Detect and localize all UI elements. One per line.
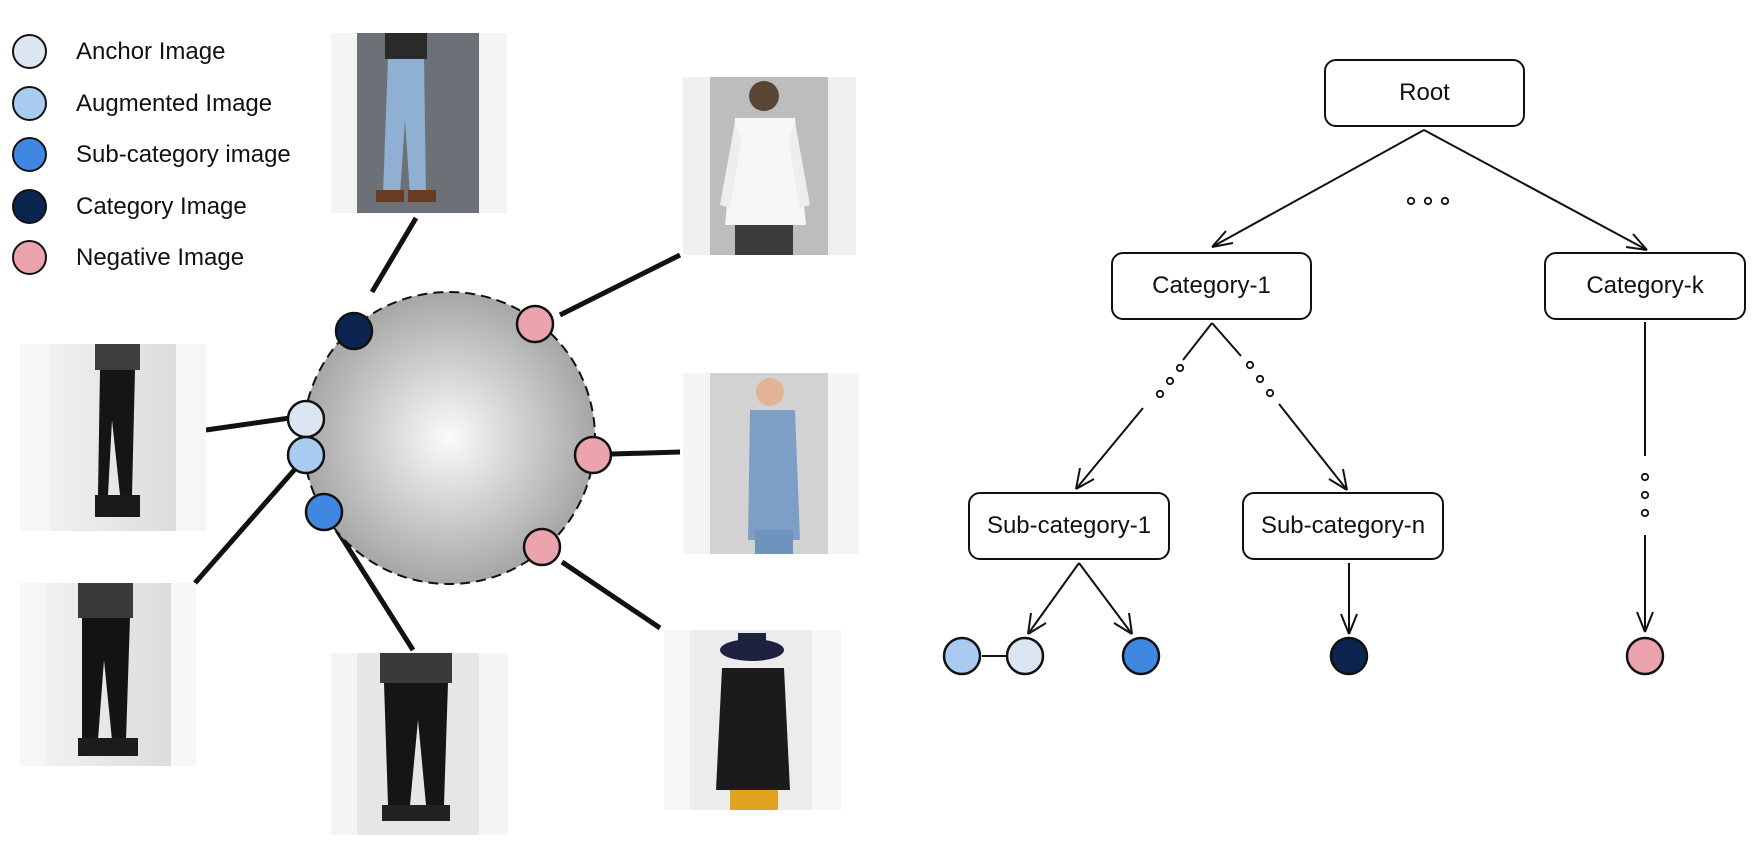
edge-sub1-subimg <box>1078 562 1133 635</box>
tree-node-category-k: Category-k <box>1544 252 1746 320</box>
photo-black-pants-back <box>331 653 508 835</box>
tree-edges <box>982 129 1654 657</box>
negative-image-leaf <box>1625 636 1665 676</box>
edge-sub1-anchor <box>1027 562 1080 635</box>
legend-label: Category Image <box>76 192 247 220</box>
photo-black-pants-side-2 <box>20 583 196 766</box>
photo-woman-hat-coat-back <box>664 630 841 810</box>
tree-node-subcategory-n: Sub-category-n <box>1242 492 1444 560</box>
connector-line <box>560 559 662 631</box>
legend-label: Sub-category image <box>76 141 291 168</box>
edge-cat1-subn-top <box>1211 322 1242 357</box>
augmented-dot-icon <box>12 85 47 121</box>
negative-dot-icon <box>12 240 47 275</box>
edge-cat1-subn-bottom <box>1278 403 1348 491</box>
sphere-points <box>286 304 613 567</box>
photo-white-longsleeve-back <box>683 77 856 255</box>
connector-line <box>334 528 416 652</box>
edge-root-category1 <box>1211 129 1425 248</box>
subcategory-image-leaf <box>1121 636 1161 676</box>
legend-label: Negative Image <box>76 244 245 271</box>
connector-line <box>558 252 682 318</box>
legend-label: Augmented Image <box>76 89 273 117</box>
negative-image-point <box>573 435 613 475</box>
category-dot-icon <box>12 188 47 224</box>
ellipsis-dots <box>1155 196 1650 518</box>
edge-cat1-sub1-top <box>1182 322 1213 361</box>
augmented-image-point <box>286 435 326 475</box>
category-image-point <box>334 311 374 351</box>
anchor-image-point <box>286 399 326 439</box>
connector-line <box>369 216 419 294</box>
negative-image-point <box>522 527 562 567</box>
connector-line <box>611 449 681 457</box>
negative-image-point <box>515 304 555 344</box>
augmented-image-leaf <box>942 636 982 676</box>
connector-line <box>205 415 291 433</box>
tree-node-subcategory-1: Sub-category-1 <box>968 492 1170 560</box>
tree-leaf-points <box>942 636 1665 676</box>
edge-root-categoryk <box>1423 129 1648 251</box>
subcategory-image-point <box>304 492 344 532</box>
anchor-image-leaf <box>1005 636 1045 676</box>
category-image-leaf <box>1329 636 1369 676</box>
photo-blue-tshirt-side <box>683 373 859 554</box>
photo-jeans-legs <box>331 33 507 213</box>
tree-node-category-1: Category-1 <box>1111 252 1312 320</box>
anchor-dot-icon <box>12 34 47 69</box>
tree-node-root: Root <box>1324 59 1525 127</box>
connector-line <box>193 466 298 585</box>
connector-lines <box>193 216 682 652</box>
legend-label: Anchor Image <box>76 38 226 65</box>
subcategory-dot-icon <box>12 137 47 172</box>
edge-cat1-sub1-bottom <box>1075 407 1144 490</box>
photo-black-pants-side <box>20 344 206 531</box>
